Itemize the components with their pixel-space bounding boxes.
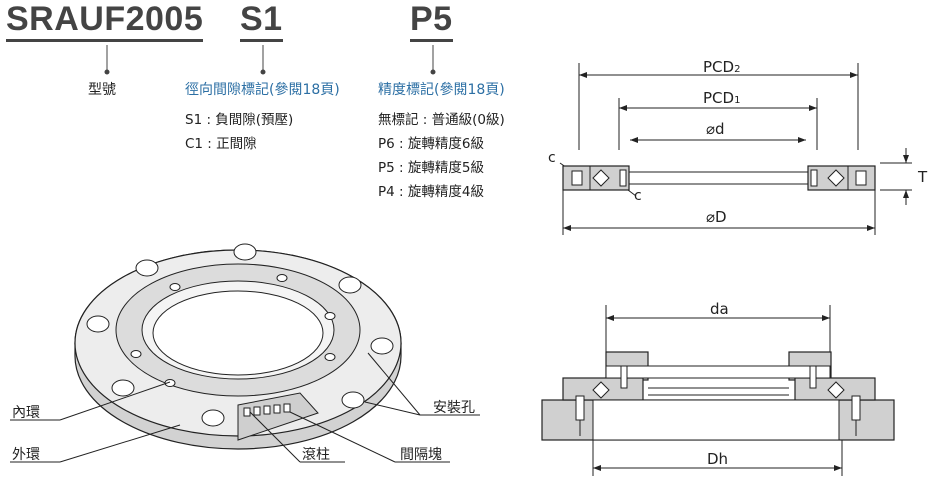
- clearance-option: C1 : 正間隙: [185, 136, 257, 152]
- precision-option: P5 : 旋轉精度5級: [378, 160, 484, 176]
- dim-da: da: [710, 300, 729, 318]
- model-no-label: 型號: [88, 82, 116, 98]
- dim-pcd2: PCD2: [703, 58, 741, 76]
- outer-ring-label: 外環: [12, 447, 40, 463]
- dim-d: ⌀d: [706, 120, 725, 138]
- clearance-title: 徑向間隙標記(參閱18頁): [185, 82, 340, 98]
- precision-option: 無標記 : 普通級(0級): [378, 112, 505, 128]
- dim-Dh: Dh: [707, 450, 729, 468]
- inner-ring-label: 內環: [12, 405, 40, 421]
- spacer-label: 間隔塊: [400, 447, 442, 463]
- model-clearance-code: S1: [240, 0, 283, 42]
- model-base: SRAUF2005: [6, 0, 204, 42]
- dim-c-top: c: [548, 150, 556, 166]
- clearance-option: S1 : 負間隙(預壓): [185, 112, 294, 128]
- precision-options: 無標記 : 普通級(0級) P6 : 旋轉精度6級 P5 : 旋轉精度5級 P4…: [378, 108, 505, 204]
- precision-option: P6 : 旋轉精度6級: [378, 136, 484, 152]
- roller-label: 滾柱: [302, 447, 330, 463]
- precision-title: 精度標記(參閱18頁): [378, 82, 505, 98]
- dim-pcd1: PCD1: [703, 89, 741, 107]
- dim-c-bottom: c: [634, 188, 642, 204]
- precision-option: P4 : 旋轉精度4級: [378, 184, 484, 200]
- dim-D: ⌀D: [706, 208, 727, 226]
- mounting-hole-label: 安裝孔: [433, 400, 475, 416]
- model-precision-code: P5: [410, 0, 453, 42]
- dim-T: T: [918, 168, 928, 186]
- clearance-options: S1 : 負間隙(預壓) C1 : 正間隙: [185, 108, 293, 156]
